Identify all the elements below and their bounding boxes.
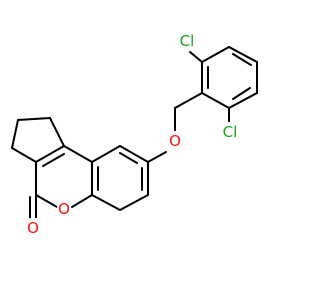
atom-cl-bottom: Cl <box>219 122 241 141</box>
bond-double-inner <box>232 87 251 100</box>
bond <box>147 151 167 163</box>
atom-label-o-carbonyl: O <box>27 219 39 237</box>
bond <box>201 92 230 109</box>
bond <box>174 92 203 109</box>
atom-o-ether: O <box>168 131 182 150</box>
bond <box>91 194 121 211</box>
bond <box>228 46 258 63</box>
bond <box>35 145 65 163</box>
bond <box>17 117 51 121</box>
atom-label-o-ether: O <box>169 132 181 150</box>
bond <box>49 117 65 147</box>
atom-label-o-ring: O <box>58 200 70 218</box>
bonds <box>11 46 258 219</box>
bond-double-inner <box>232 53 252 66</box>
structure-svg: Cl Cl O O O <box>11 32 258 237</box>
bond <box>189 51 203 63</box>
bond-double-inner <box>42 153 65 167</box>
bond <box>63 145 93 163</box>
bond <box>228 92 258 109</box>
atom-o-ring: O <box>57 199 71 218</box>
molecule-diagram: Cl Cl O O O <box>11 32 258 237</box>
atom-cl-top: Cl <box>176 32 198 50</box>
bond <box>119 145 149 163</box>
bond-double-inner <box>119 152 138 164</box>
atom-label-cl-top: Cl <box>180 32 195 50</box>
bond <box>35 194 58 208</box>
atom-labels: Cl Cl O O O <box>26 32 241 237</box>
bond <box>119 194 149 211</box>
bond <box>11 119 19 149</box>
bond <box>71 194 93 208</box>
bond <box>11 147 37 163</box>
atom-o-carbonyl: O <box>26 218 40 237</box>
bond <box>91 145 121 163</box>
atom-label-cl-bottom: Cl <box>223 123 238 141</box>
bond <box>201 46 230 63</box>
